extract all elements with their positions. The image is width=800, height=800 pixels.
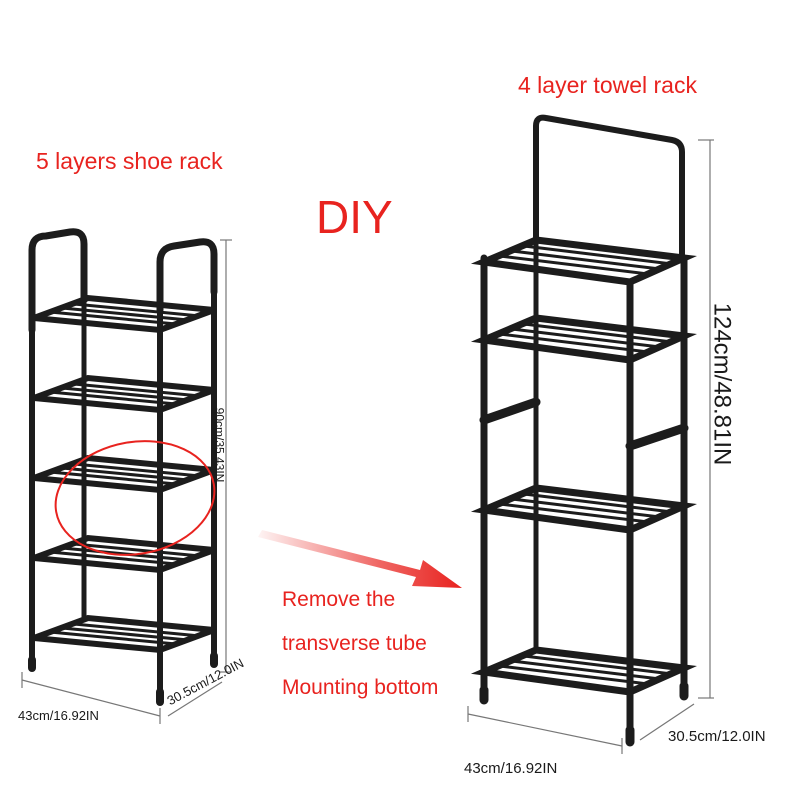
towel-rack-title: 4 layer towel rack (518, 72, 697, 98)
instruction-line-2: transverse tube (282, 632, 427, 655)
shoe-rack-dimension-lines (21, 239, 232, 724)
shoe-rack-title: 5 layers shoe rack (36, 148, 223, 174)
diy-label: DIY (316, 191, 393, 243)
towel-rack-height-label: 124cm/48.81IN (708, 302, 736, 466)
towel-rack-depth-label: 30.5cm/12.0IN (668, 728, 766, 745)
shoe-rack-width-label: 43cm/16.92IN (18, 708, 99, 723)
highlight-circle (54, 440, 216, 556)
shoe-rack-5-layers (28, 228, 218, 706)
instruction-line-3: Mounting bottom (282, 676, 439, 699)
towel-rack-width-label: 43cm/16.92IN (464, 760, 558, 777)
shoe-rack-height-label: 90cm/35.43IN (212, 407, 227, 483)
towel-rack-dimension-lines (467, 139, 714, 754)
instruction-line-1: Remove the (282, 588, 396, 611)
towel-rack-4-layers (470, 114, 697, 747)
transform-arrow (258, 530, 462, 588)
